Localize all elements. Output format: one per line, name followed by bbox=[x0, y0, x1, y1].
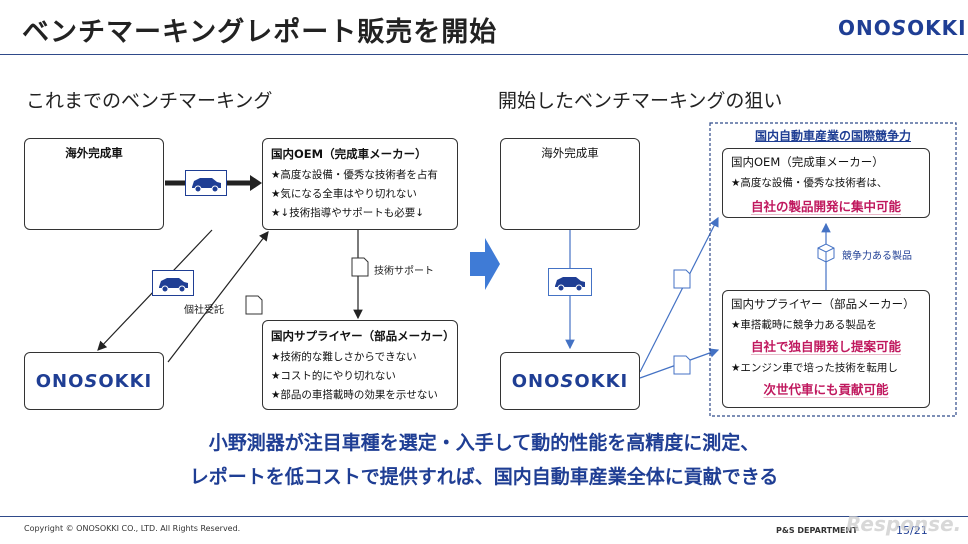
commission-label: 個社受託 bbox=[184, 305, 224, 316]
copyright: Copyright © ONOSOKKI CO., LTD. All Right… bbox=[24, 524, 241, 533]
transition-arrow bbox=[470, 238, 500, 290]
supplier-highlight: 自社で独自開発し提案可能 bbox=[750, 339, 901, 354]
left-onosokki-box: ONOSOKKI bbox=[24, 352, 164, 410]
oem-line: ★↓技術指導やサポートも必要↓ bbox=[271, 207, 425, 219]
logo-text-left: ONO bbox=[35, 370, 85, 392]
industry-group-frame bbox=[709, 122, 957, 417]
logo-text-mid: S bbox=[84, 370, 99, 392]
right-oem-arrow bbox=[639, 216, 719, 373]
report-arrow bbox=[167, 231, 269, 363]
oem-highlight: 自社の製品開発に集中可能 bbox=[750, 199, 901, 214]
car-icon bbox=[548, 268, 592, 296]
document-icon bbox=[673, 269, 691, 375]
tagline-line-2: レポートを低コストで提供すれば、国内自動車産業全体に貢献できる bbox=[189, 466, 779, 488]
left-overseas-box: 海外完成車 bbox=[24, 138, 164, 230]
right-onosokki-box: ONOSOKKI bbox=[500, 352, 640, 410]
car-icon bbox=[152, 270, 194, 296]
industry-group-title: 国内自動車産業の国際競争力 bbox=[754, 129, 911, 143]
supplier-title: 国内サプライヤー（部品メーカー） bbox=[271, 329, 455, 343]
page-number: 15/21 bbox=[896, 524, 928, 537]
title-divider bbox=[0, 54, 968, 55]
onosokki-logo: ONOSOKKI bbox=[36, 371, 153, 392]
supplier-line: ★技術的な難しさからできない bbox=[271, 351, 417, 363]
logo-text-left: ONO bbox=[838, 16, 892, 40]
right-heading: 開始したベンチマーキングの狙い bbox=[498, 90, 783, 112]
competitive-product-label: 競争力ある製品 bbox=[842, 251, 912, 262]
company-logo: ONOSOKKI bbox=[838, 16, 967, 40]
oem-line: ★高度な設備・優秀な技術者は、 bbox=[731, 177, 888, 189]
right-supplier-box: 国内サプライヤー（部品メーカー） ★車搭載時に競争力ある製品を 自社で独自開発し… bbox=[722, 290, 930, 408]
oem-title: 国内OEM（完成車メーカー） bbox=[271, 147, 427, 161]
page-title: ベンチマーキングレポート販売を開始 bbox=[22, 17, 498, 48]
supplier-line: ★車搭載時に競争力ある製品を bbox=[731, 319, 877, 331]
left-oem-box: 国内OEM（完成車メーカー） ★高度な設備・優秀な技術者を占有 ★気になる全車は… bbox=[262, 138, 458, 230]
logo-text-right: OKKI bbox=[574, 370, 629, 392]
supplier-line: ★コスト的にやり切れない bbox=[271, 370, 396, 382]
car-icon bbox=[185, 170, 227, 196]
left-heading: これまでのベンチマーキング bbox=[26, 90, 273, 112]
overseas-label: 海外完成車 bbox=[65, 146, 123, 160]
oem-line: ★高度な設備・優秀な技術者を占有 bbox=[271, 169, 438, 181]
department: P&S DEPARTMENT bbox=[776, 526, 858, 535]
overseas-label: 海外完成車 bbox=[541, 146, 599, 160]
watermark: Response. bbox=[846, 512, 962, 536]
tagline-line-1: 小野測器が注目車種を選定・入手して動的性能を高精度に測定、 bbox=[208, 432, 760, 454]
oem-line: ★気になる全車はやり切れない bbox=[271, 188, 417, 200]
product-cube-icon bbox=[817, 243, 835, 263]
right-oem-box: 国内OEM（完成車メーカー） ★高度な設備・優秀な技術者は、 自社の製品開発に集… bbox=[722, 148, 930, 218]
supplier-line: ★部品の車搭載時の効果を示せない bbox=[271, 389, 438, 401]
logo-text-mid: S bbox=[560, 370, 575, 392]
support-label: 技術サポート bbox=[374, 266, 434, 277]
onosokki-logo: ONOSOKKI bbox=[512, 371, 629, 392]
logo-text-left: ONO bbox=[511, 370, 561, 392]
supplier-title: 国内サプライヤー（部品メーカー） bbox=[731, 297, 915, 311]
footer-divider bbox=[0, 516, 968, 517]
supplier-line: ★エンジン車で培った技術を転用し bbox=[731, 362, 898, 374]
logo-text-right: OKKI bbox=[907, 16, 967, 40]
logo-text-mid: S bbox=[891, 16, 908, 40]
logo-text-right: OKKI bbox=[98, 370, 153, 392]
document-icon bbox=[245, 257, 369, 315]
oem-title: 国内OEM（完成車メーカー） bbox=[731, 155, 884, 169]
supplier-highlight: 次世代車にも貢献可能 bbox=[763, 382, 889, 397]
left-supplier-box: 国内サプライヤー（部品メーカー） ★技術的な難しさからできない ★コスト的にやり… bbox=[262, 320, 458, 410]
right-overseas-box: 海外完成車 bbox=[500, 138, 640, 230]
